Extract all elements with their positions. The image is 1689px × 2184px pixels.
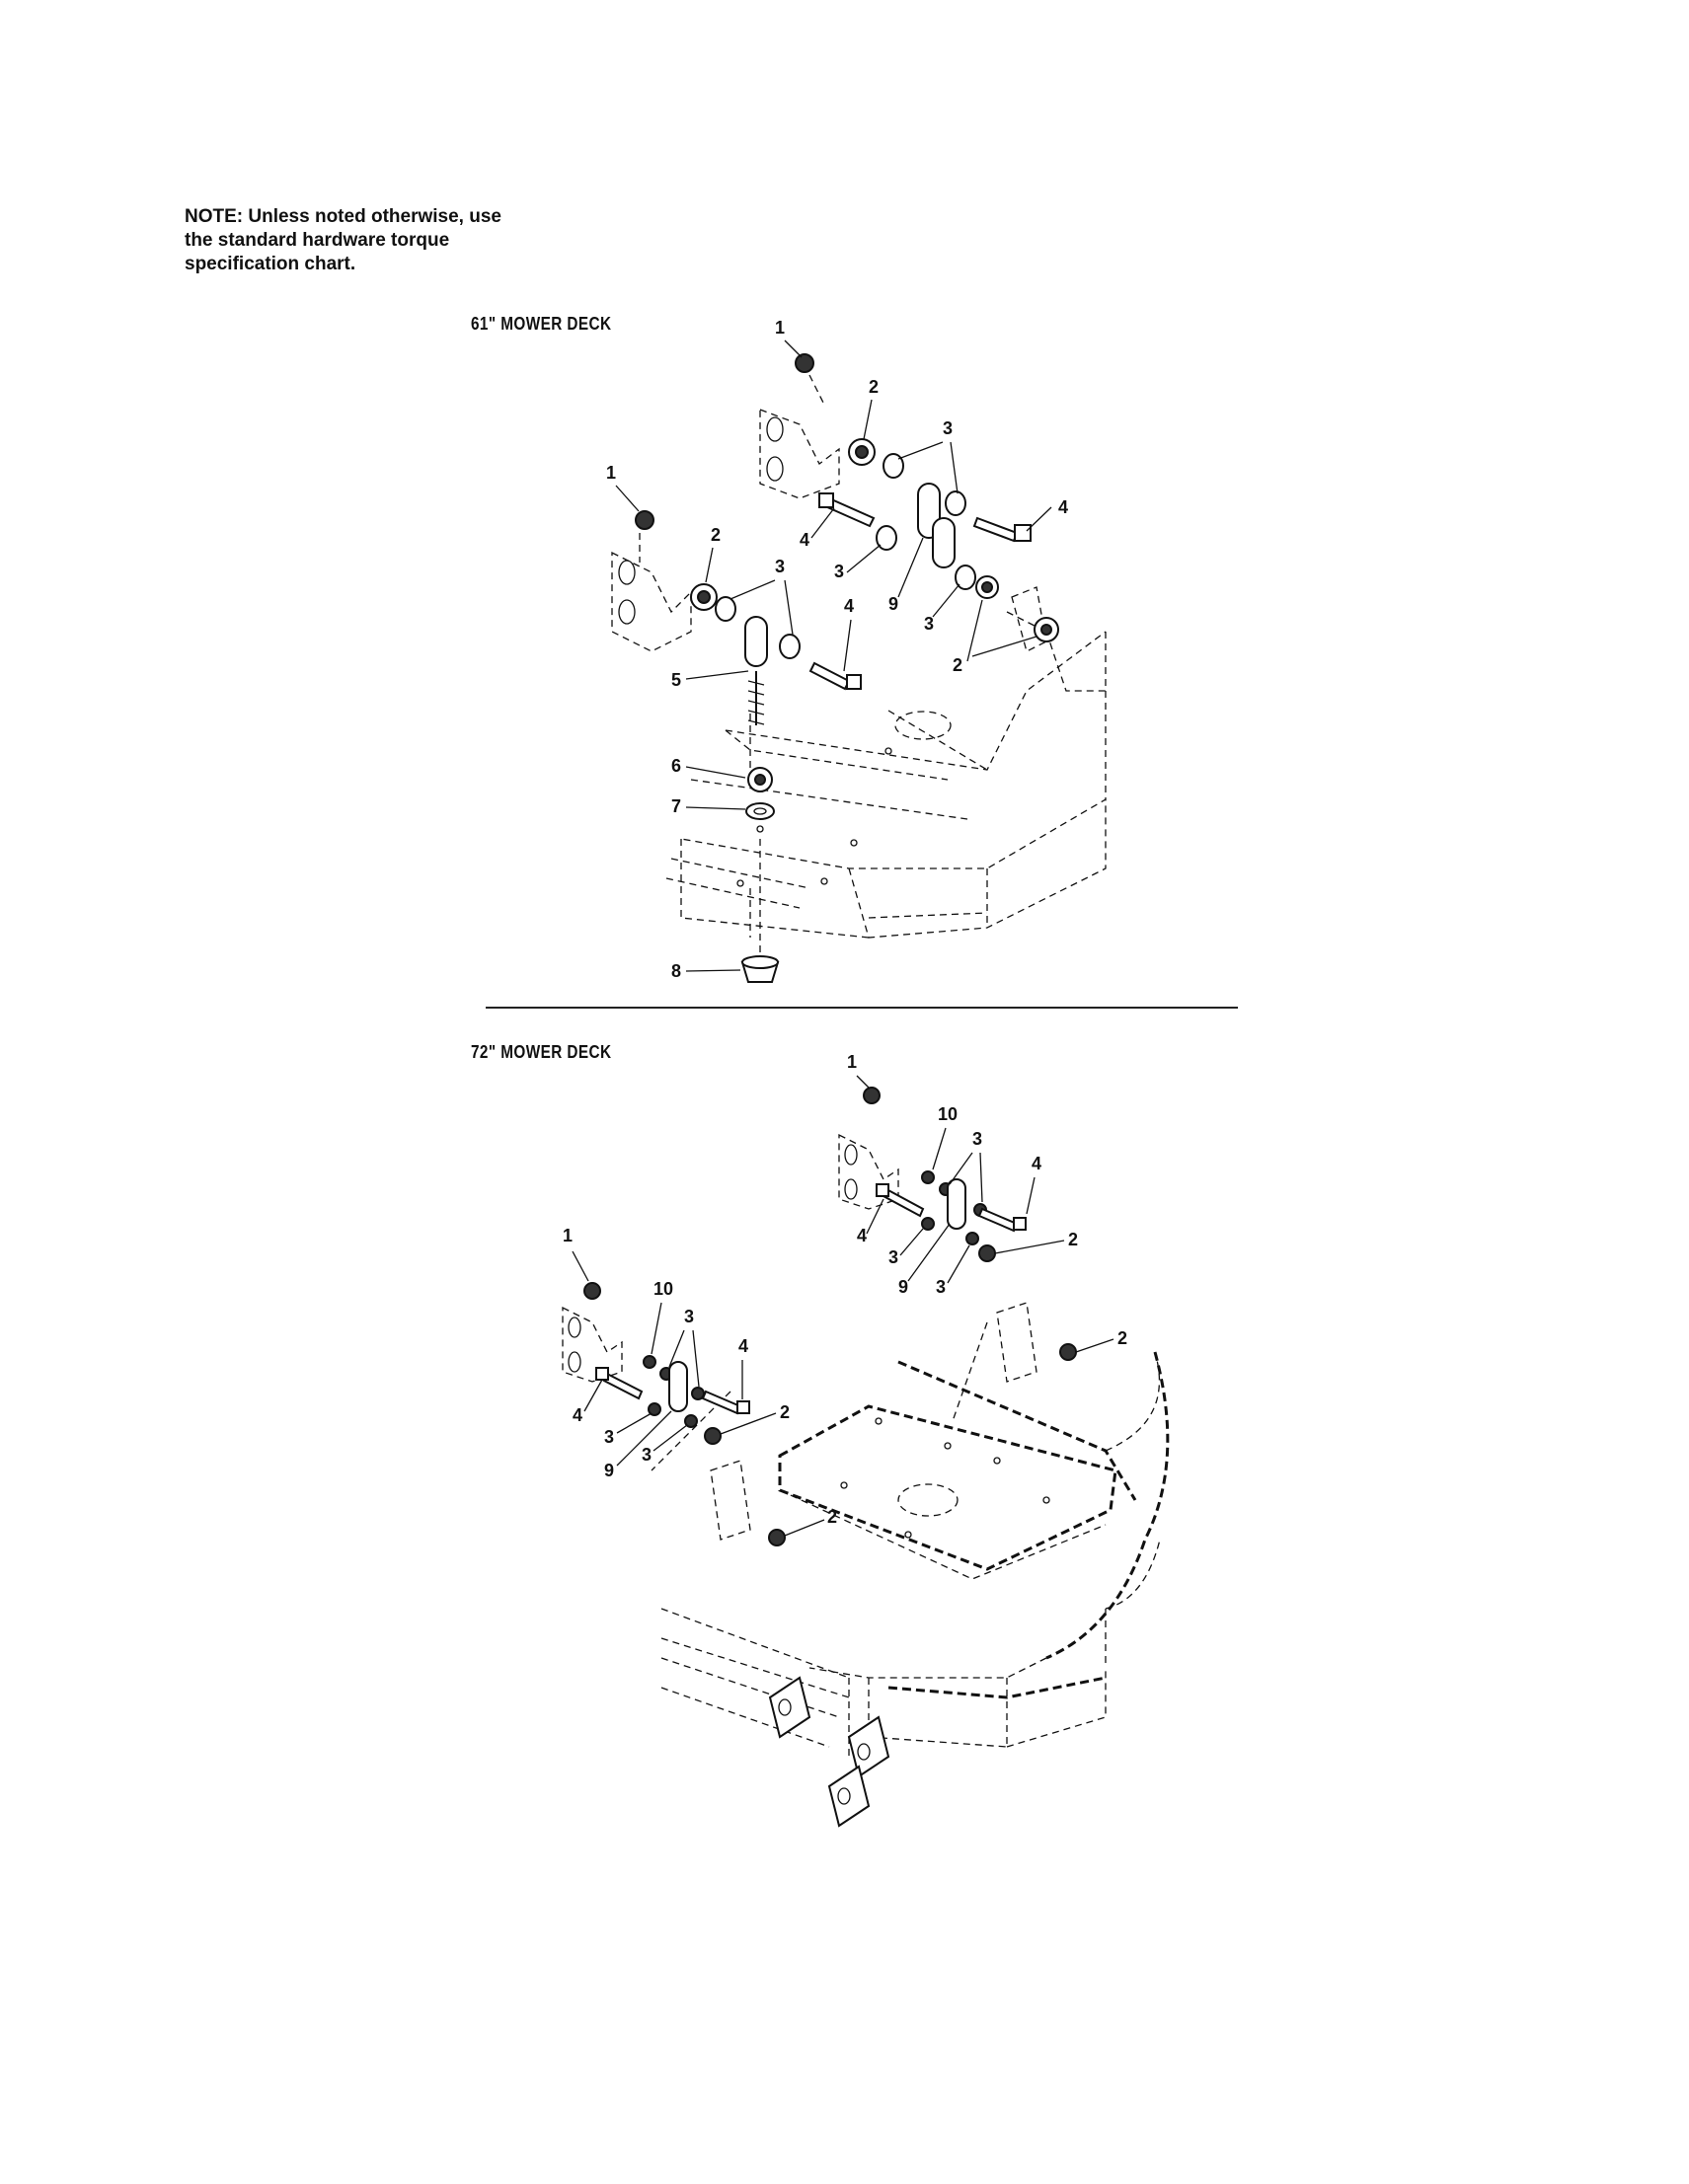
callout-label: 4 xyxy=(1058,497,1068,517)
callout-label: 2 xyxy=(711,525,721,545)
callout-label: 1 xyxy=(606,463,616,483)
section-divider xyxy=(486,1007,1238,1009)
callout-label: 7 xyxy=(671,796,681,816)
callout-label: 9 xyxy=(604,1461,614,1480)
callout-label: 4 xyxy=(857,1226,867,1245)
callout-label: 8 xyxy=(671,961,681,981)
callout-label: 10 xyxy=(653,1279,673,1299)
callout-label: 3 xyxy=(972,1129,982,1149)
section-title-72-deck: 72" MOWER DECK xyxy=(471,1042,612,1062)
callout-label: 3 xyxy=(604,1427,614,1447)
callout-label: 3 xyxy=(943,418,953,438)
callout-label: 1 xyxy=(775,318,785,338)
callout-label: 2 xyxy=(869,377,879,397)
callout-label: 6 xyxy=(671,756,681,776)
callout-label: 4 xyxy=(1032,1154,1041,1173)
callout-label: 9 xyxy=(898,1277,908,1297)
callout-label: 2 xyxy=(780,1402,790,1422)
callout-label: 3 xyxy=(834,562,844,581)
callout-label: 10 xyxy=(938,1104,958,1124)
callout-label: 3 xyxy=(684,1307,694,1326)
callout-label: 4 xyxy=(844,596,854,616)
callout-label: 3 xyxy=(775,557,785,576)
callout-label: 3 xyxy=(888,1247,898,1267)
callout-label: 4 xyxy=(738,1336,748,1356)
callout-label: 2 xyxy=(953,655,962,675)
deck-72-illustration: 1 10 3 4 4 3 9 3 2 1 10 3 4 4 3 3 2 9 xyxy=(562,1052,1170,1828)
callout-label: 9 xyxy=(888,594,898,614)
callout-label: 2 xyxy=(1117,1328,1127,1348)
callout-label: 2 xyxy=(827,1507,837,1527)
callout-label: 2 xyxy=(1068,1230,1078,1249)
callout-label: 5 xyxy=(671,670,681,690)
callout-label: 3 xyxy=(924,614,934,634)
torque-note: NOTE: Unless noted otherwise, use the st… xyxy=(185,206,501,274)
section-title-61-deck: 61" MOWER DECK xyxy=(471,314,612,334)
callout-label: 4 xyxy=(800,530,809,550)
callout-label: 4 xyxy=(573,1405,582,1425)
deck-61-illustration: 1 2 3 1 2 3 4 4 3 9 3 4 2 5 6 7 8 xyxy=(606,318,1107,983)
callout-label: 1 xyxy=(847,1052,857,1072)
callout-label: 1 xyxy=(563,1226,573,1245)
callout-label: 3 xyxy=(642,1445,652,1465)
callout-label: 3 xyxy=(936,1277,946,1297)
